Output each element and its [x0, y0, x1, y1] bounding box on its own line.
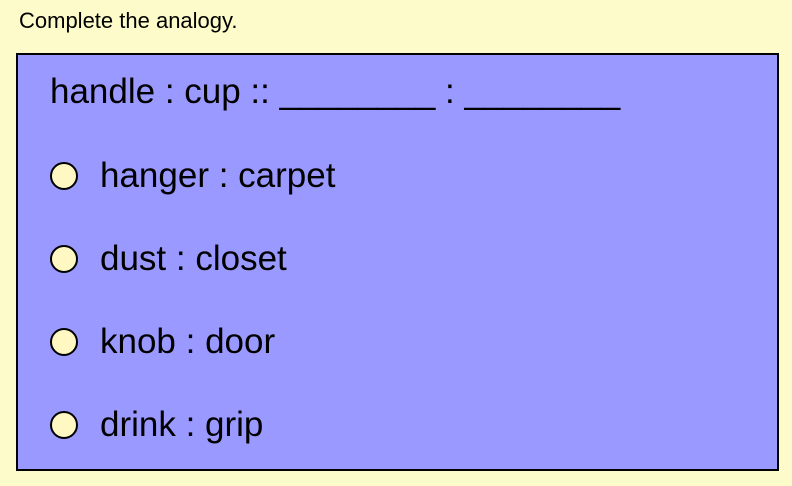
- radio-button[interactable]: [50, 245, 78, 273]
- answer-option-drink-grip[interactable]: drink : grip: [50, 400, 263, 450]
- analogy-question: handle : cup :: ________ : ________: [50, 72, 621, 111]
- answer-option-hanger-carpet[interactable]: hanger : carpet: [50, 151, 335, 201]
- answer-option-dust-closet[interactable]: dust : closet: [50, 234, 287, 284]
- instruction-text: Complete the analogy.: [19, 8, 238, 33]
- option-label: dust : closet: [100, 239, 287, 278]
- option-label: drink : grip: [100, 405, 264, 444]
- radio-button[interactable]: [50, 162, 78, 190]
- option-label: hanger : carpet: [100, 156, 336, 195]
- option-label: knob : door: [100, 322, 276, 361]
- radio-button[interactable]: [50, 328, 78, 356]
- question-panel: handle : cup :: ________ : ________ hang…: [16, 53, 779, 471]
- radio-button[interactable]: [50, 411, 78, 439]
- answer-option-knob-door[interactable]: knob : door: [50, 317, 275, 367]
